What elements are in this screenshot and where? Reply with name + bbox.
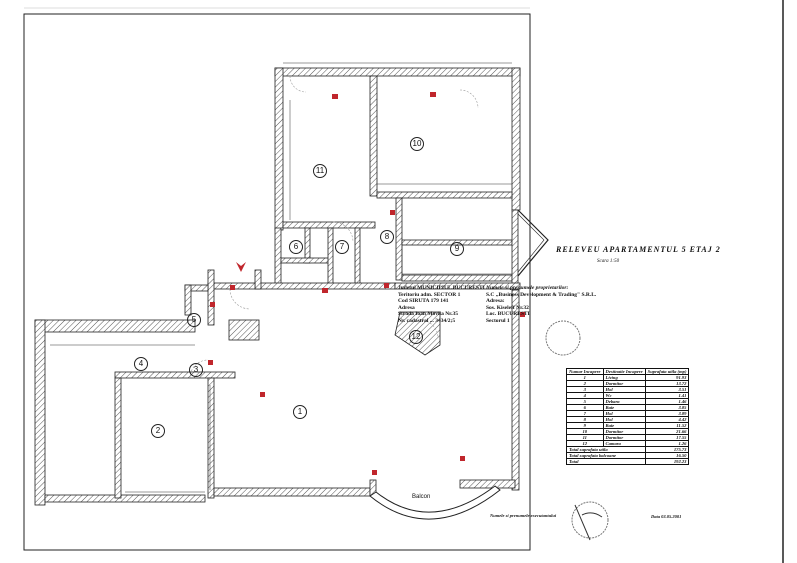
owner-block: Numele si prenumele proprietarilor: S.C … <box>486 285 596 324</box>
owner-label: Numele si prenumele proprietarilor: <box>486 285 569 291</box>
room-number-8: 8 <box>380 230 394 244</box>
owner-sector: Sectorul 1 <box>486 317 510 324</box>
walls <box>34 67 521 506</box>
room-number-1: 1 <box>293 405 307 419</box>
dimension-lines <box>50 62 512 493</box>
door-swings <box>189 75 479 379</box>
height-marks <box>208 92 525 475</box>
room-number-4: 4 <box>134 357 148 371</box>
cadastral-number: Nr. cadastral ... 3434/2;5 <box>398 317 456 324</box>
area-table: Numar Incapere Destinatie Incapere Supra… <box>566 368 690 465</box>
room-number-6: 6 <box>289 240 303 254</box>
balcony-outline <box>369 485 501 520</box>
room-number-2: 2 <box>151 424 165 438</box>
location-block: Judetul MUNICIPIUL BUCURESTI Teritoriu a… <box>398 285 485 324</box>
drawing-frame <box>23 13 531 551</box>
owner-locality: Loc. BUCURESTI <box>486 311 530 317</box>
street: Strada Ioan Movila Nr.35 <box>398 311 458 317</box>
owner-address-label: Adresa: <box>486 298 505 304</box>
room-number-10: 10 <box>410 137 424 151</box>
col-header: Destinatie Incapere <box>602 368 646 375</box>
executant-label: Numele si prenumele executantului <box>490 513 557 518</box>
total-label: Total <box>566 458 646 465</box>
judet: Judetul MUNICIPIUL BUCURESTI <box>398 285 485 291</box>
room-number-7: 7 <box>335 240 349 254</box>
address-label: Adresa <box>398 304 415 311</box>
col-header: Suprafata utila (mp) <box>644 368 690 375</box>
room-number-11: 11 <box>313 164 327 178</box>
plan-scale: Scara 1:50 <box>597 259 620 264</box>
owner-name: S.C „Business Development & Trading" S.R… <box>486 291 597 298</box>
room-number-12: 12 <box>409 330 423 344</box>
col-header: Numar Incapere <box>566 368 604 375</box>
siruta: Cod SIRUTA 179 141 <box>398 298 449 304</box>
balcony-label: Balcon <box>412 494 431 500</box>
date: Data 03.05.2001 <box>651 514 682 519</box>
room-number-3: 3 <box>189 363 203 377</box>
total-value: 192.23 <box>644 458 690 465</box>
bay-window <box>517 209 549 277</box>
entrance-arrow-icon <box>236 262 246 272</box>
room-number-9: 9 <box>450 242 464 256</box>
plan-title: RELEVEU APARTAMENTUL 5 ETAJ 2 <box>556 245 721 254</box>
owner-street: Sos. Kiseleff Nr.32 <box>486 304 529 311</box>
room-number-5: 5 <box>187 313 201 327</box>
teritoriu: Teritoriu adm. SECTOR 1 <box>398 291 461 298</box>
